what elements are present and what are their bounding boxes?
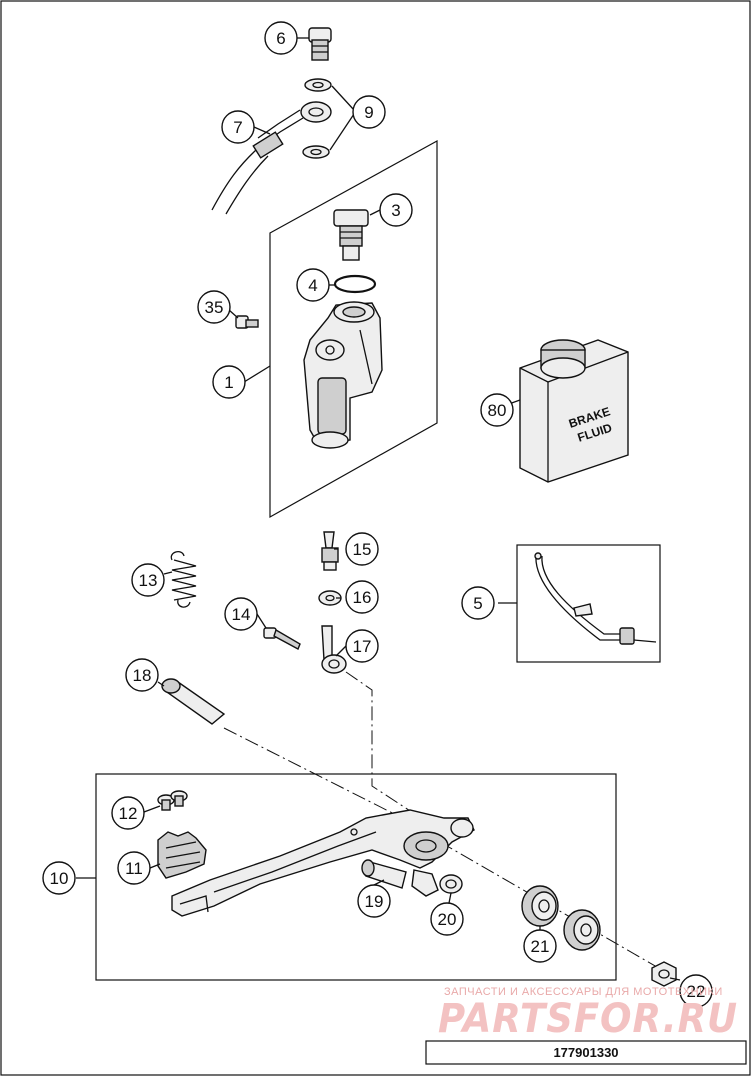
svg-text:9: 9: [364, 103, 373, 122]
callout-13: 13: [131, 563, 165, 597]
svg-text:4: 4: [308, 276, 317, 295]
callout-10: 10: [42, 861, 76, 895]
mounting-screw[interactable]: [235, 315, 259, 329]
callout-4: 4: [296, 268, 330, 302]
sealing-washers[interactable]: [302, 78, 332, 159]
callout-5: 5: [461, 586, 495, 620]
drawing-number: 177901330: [553, 1045, 618, 1060]
svg-text:16: 16: [353, 588, 372, 607]
callout-14: 14: [224, 597, 258, 631]
svg-text:80: 80: [488, 401, 507, 420]
watermark-brand: PARTSFOR.RU: [438, 996, 738, 1042]
ball-bearings[interactable]: [521, 885, 601, 951]
return-spring[interactable]: [170, 550, 197, 608]
brake-fluid-can[interactable]: BRAKE FLUID: [519, 339, 629, 483]
master-cylinder-group-frame: [269, 139, 438, 519]
assembly-line-clevis: [345, 671, 425, 821]
callout-20: 20: [430, 902, 464, 936]
o-ring[interactable]: [333, 274, 377, 294]
svg-text:12: 12: [119, 804, 138, 823]
lock-nut[interactable]: [318, 590, 342, 606]
callout-3: 3: [379, 193, 413, 227]
svg-text:6: 6: [276, 29, 285, 48]
callout-17: 17: [345, 629, 379, 663]
callout-6: 6: [264, 21, 298, 55]
brake-pedal[interactable]: [171, 809, 475, 917]
brake-switch-detail-frame: [516, 544, 661, 663]
svg-text:22: 22: [687, 982, 706, 1001]
leader-lines: [143, 37, 681, 981]
rear-brake-master-cylinder[interactable]: [303, 301, 383, 449]
drawing-number-box: [425, 1040, 747, 1065]
svg-text:15: 15: [353, 540, 372, 559]
watermark-tagline: ЗАПЧАСТИ И АКСЕССУАРЫ ДЛЯ МОТОТЕХНИКИ: [444, 986, 723, 998]
callout-1: 1: [212, 365, 246, 399]
footrest-screws[interactable]: [157, 790, 188, 811]
callout-12: 12: [111, 796, 145, 830]
callout-80: 80: [480, 393, 514, 427]
callout-21: 21: [523, 929, 557, 963]
brake-hose[interactable]: [211, 101, 332, 215]
brake-light-switch-cable[interactable]: [534, 552, 657, 645]
push-rod-clevis[interactable]: [321, 625, 347, 674]
svg-text:20: 20: [438, 910, 457, 929]
callout-15: 15: [345, 532, 379, 566]
svg-text:18: 18: [133, 666, 152, 685]
svg-text:14: 14: [232, 605, 251, 624]
callout-19: 19: [357, 884, 391, 918]
svg-text:19: 19: [365, 892, 384, 911]
svg-text:7: 7: [233, 118, 242, 137]
callout-9: 9: [352, 95, 386, 129]
callout-22: 22: [679, 974, 713, 1008]
banjo-bolt[interactable]: [308, 27, 332, 61]
svg-text:5: 5: [473, 594, 482, 613]
svg-text:10: 10: [50, 869, 69, 888]
svg-text:3: 3: [391, 201, 400, 220]
svg-text:1: 1: [224, 373, 233, 392]
pedal-nut[interactable]: [439, 874, 463, 894]
brake-pedal-pivot-pin[interactable]: [161, 678, 226, 725]
svg-text:35: 35: [205, 298, 224, 317]
pedal-bushing[interactable]: [361, 859, 407, 889]
svg-text:13: 13: [139, 571, 158, 590]
reservoir-connector[interactable]: [333, 209, 369, 261]
collar-nut[interactable]: [651, 961, 677, 987]
svg-text:21: 21: [531, 937, 550, 956]
callout-35: 35: [197, 290, 231, 324]
svg-text:11: 11: [125, 859, 143, 878]
callout-11: 11: [117, 851, 151, 885]
pivot-bolt-14[interactable]: [263, 627, 301, 650]
callout-16: 16: [345, 580, 379, 614]
callout-7: 7: [221, 110, 255, 144]
assembly-line-bearings: [439, 841, 677, 979]
brake-pedal-step-plate[interactable]: [157, 831, 207, 879]
svg-text:17: 17: [353, 637, 372, 656]
bleeder-valve[interactable]: [321, 531, 339, 571]
pedal-assembly-frame: [95, 773, 617, 981]
callout-18: 18: [125, 658, 159, 692]
